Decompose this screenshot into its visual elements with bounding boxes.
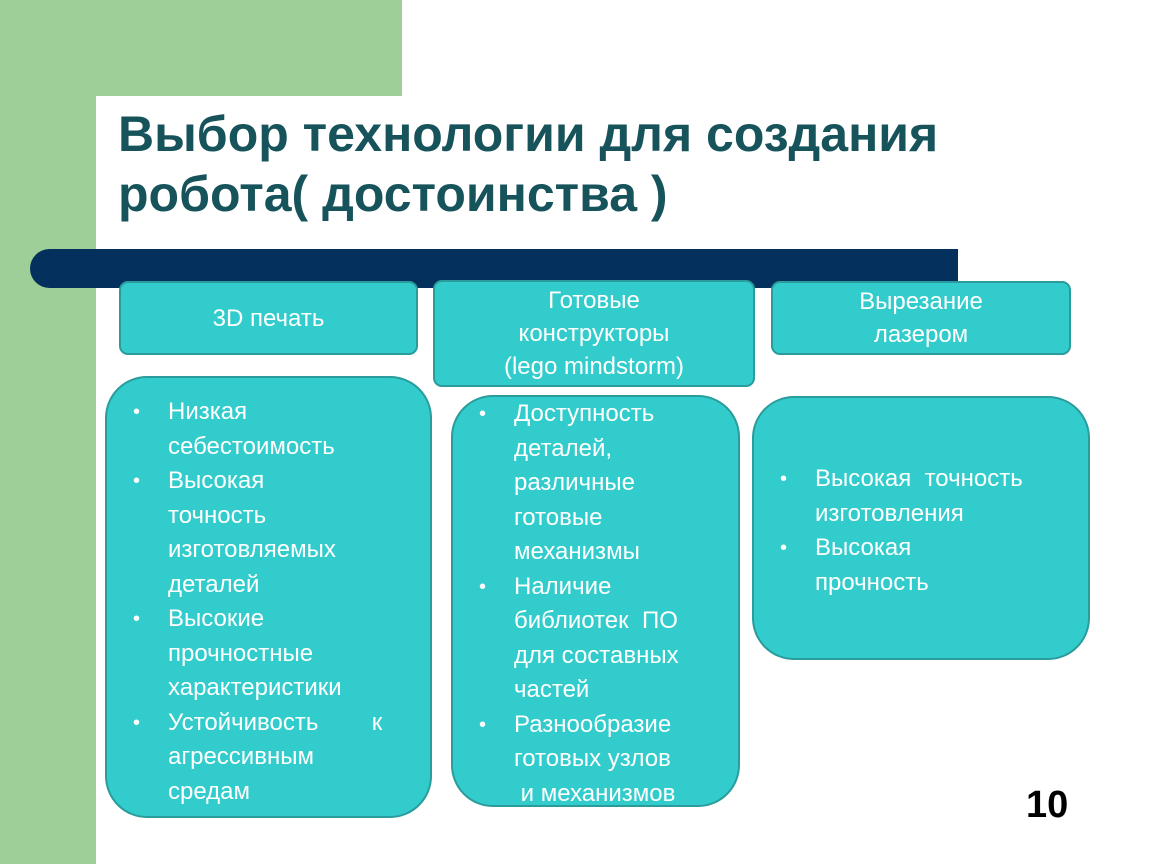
advantages-list: • Доступность деталей, различные готовые…: [453, 397, 738, 811]
item-line: механизмы: [514, 538, 640, 565]
list-item: • Высокая точность изготовляемых деталей: [107, 464, 430, 602]
item-line: для составных: [514, 641, 679, 669]
content-3d-printing: • Низкая себестоимость • Высокая точност…: [105, 376, 432, 818]
header-line: (lego mindstorm): [503, 353, 685, 380]
header-line: Готовые: [548, 287, 640, 314]
item-line: прочностные: [168, 639, 314, 667]
item-line: библиотек ПО: [514, 607, 678, 634]
bullet-icon: •: [133, 470, 141, 492]
bullet-icon: •: [479, 403, 487, 425]
header-line: лазером: [873, 321, 969, 348]
header-line: 3D печать: [212, 304, 325, 332]
header-line: конструкторы: [518, 320, 670, 347]
list-item: • Высокая точность изготовления: [754, 462, 1088, 531]
list-item: • Высокие прочностные характеристики: [107, 602, 430, 706]
item-line: Высокие: [168, 605, 265, 632]
bullet-icon: •: [780, 468, 788, 490]
list-item: • Наличие библиотек ПО для составных час…: [453, 570, 738, 708]
header-3d-printing: 3D печать: [119, 281, 418, 355]
list-item: • Доступность деталей, различные готовые…: [453, 397, 738, 570]
list-item: • Устойчивость к агрессивным средам: [107, 706, 430, 810]
item-line: изготовления: [815, 499, 964, 527]
item-line: деталей,: [514, 434, 613, 462]
item-line: готовые: [514, 503, 603, 531]
list-item: • Высокая прочность: [754, 531, 1088, 600]
item-line: Высокая: [815, 534, 912, 561]
item-line: готовых узлов: [514, 745, 671, 772]
bullet-icon: •: [479, 713, 487, 736]
bullet-icon: •: [780, 537, 788, 559]
item-line: Устойчивость к: [168, 708, 383, 736]
item-line: и механизмов: [514, 779, 676, 807]
item-line: изготовляемых: [168, 536, 336, 563]
header-lines: Готовые конструкторы (lego mindstorm): [504, 284, 684, 383]
header-laser-cutting: Вырезание лазером: [771, 281, 1071, 355]
item-line: Низкая: [168, 398, 248, 425]
item-line: Высокая точность: [815, 465, 1023, 492]
slide-title-line: Выбор технологии для создания: [118, 106, 939, 162]
bullet-icon: •: [133, 608, 141, 630]
page-number: 10: [1026, 784, 1069, 826]
item-line: Разнообразие: [514, 710, 672, 738]
item-line: точность: [168, 501, 267, 529]
content-ready-kits: • Доступность деталей, различные готовые…: [451, 395, 740, 807]
content-laser-cutting: • Высокая точность изготовления • Высока…: [752, 396, 1090, 660]
slide-title-line: робота( достоинства ): [118, 166, 668, 222]
header-lines: Вырезание лазером: [859, 285, 983, 351]
item-line: различные: [514, 469, 635, 496]
item-line: частей: [514, 676, 590, 703]
list-item: • Разнообразие готовых узлов и механизмо…: [453, 708, 738, 812]
header-line: Вырезание: [859, 288, 983, 315]
background-accent-left: [0, 0, 96, 864]
advantages-list: • Высокая точность изготовления • Высока…: [754, 462, 1088, 600]
item-line: средам: [168, 777, 251, 805]
list-item: • Низкая себестоимость: [107, 395, 430, 464]
bullet-icon: •: [133, 401, 141, 423]
header-ready-kits: Готовые конструкторы (lego mindstorm): [433, 280, 755, 387]
advantages-list: • Низкая себестоимость • Высокая точност…: [107, 395, 430, 809]
item-line: Наличие: [514, 572, 612, 600]
item-line: Высокая: [168, 467, 265, 494]
item-line: характеристики: [168, 674, 342, 701]
bullet-icon: •: [479, 575, 487, 598]
background-accent-top: [0, 0, 402, 96]
item-line: агрессивным: [168, 743, 314, 770]
slide-title: Выбор технологии для создания робота( до…: [118, 104, 1118, 224]
item-line: себестоимость: [168, 432, 335, 460]
bullet-icon: •: [133, 711, 141, 734]
item-line: прочность: [815, 568, 929, 596]
item-line: Доступность: [514, 400, 655, 427]
item-line: деталей: [168, 570, 260, 598]
